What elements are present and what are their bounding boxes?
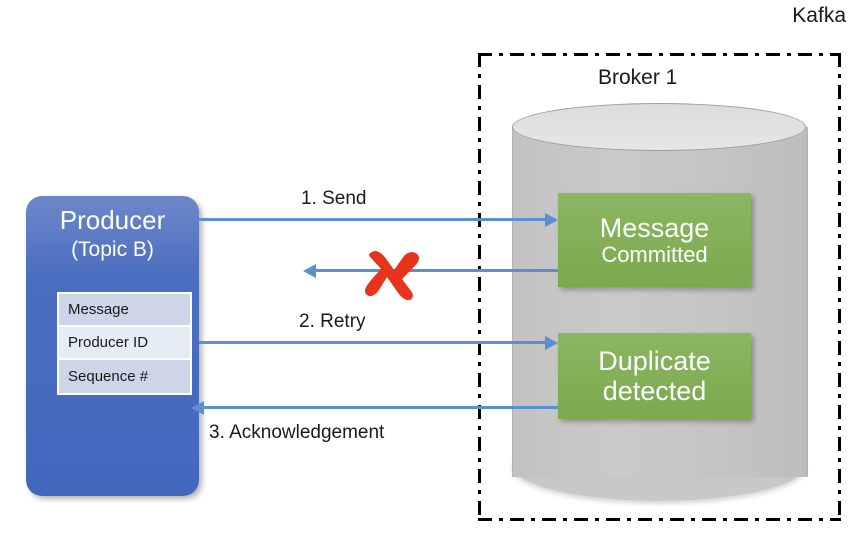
producer-title: Producer <box>59 205 166 235</box>
step-label-retry: 2. Retry <box>299 311 366 332</box>
arrow-send-line <box>199 218 545 221</box>
step-label-acknowledgement: 3. Acknowledgement <box>209 422 385 443</box>
state-box-line2: Committed <box>601 241 708 267</box>
arrow-failed-ack-head <box>303 264 316 278</box>
broker-label: Broker 1 <box>598 66 678 89</box>
state-box-message-committed: Message Committed <box>558 193 751 287</box>
kafka-border-right <box>838 53 841 521</box>
state-box-line2: detected <box>602 376 707 406</box>
arrow-failed-ack-line <box>316 269 558 272</box>
arrow-retry-line <box>199 341 545 344</box>
kafka-label: Kafka <box>792 4 846 27</box>
producer-fields-table: Message Producer ID Sequence # <box>57 292 192 395</box>
red-x-icon <box>364 250 420 301</box>
arrow-ack-line <box>204 406 558 409</box>
arrow-ack-head <box>191 401 204 415</box>
broker-cylinder <box>512 103 808 501</box>
cylinder-top-ellipse <box>512 103 806 151</box>
table-row: Producer ID <box>59 327 190 360</box>
state-box-line1: Duplicate <box>598 345 711 376</box>
table-row: Sequence # <box>59 360 190 393</box>
kafka-boundary <box>478 53 841 521</box>
kafka-border-top <box>478 53 841 56</box>
producer-subtitle: (Topic B) <box>71 238 154 261</box>
arrow-send-head <box>545 213 558 227</box>
state-box-line1: Message <box>599 212 710 243</box>
step-label-send: 1. Send <box>301 188 367 209</box>
state-box-duplicate-detected: Duplicate detected <box>558 333 751 419</box>
kafka-border-bottom <box>478 518 841 521</box>
cylinder-body <box>512 127 808 477</box>
kafka-border-left <box>478 53 481 521</box>
table-row: Message <box>59 294 190 327</box>
arrow-retry-head <box>545 336 558 350</box>
producer-node: Producer (Topic B) Message Producer ID S… <box>26 196 199 496</box>
